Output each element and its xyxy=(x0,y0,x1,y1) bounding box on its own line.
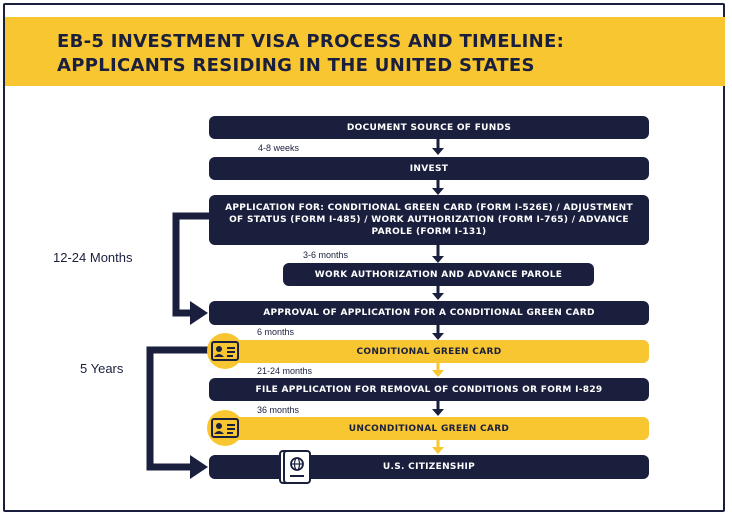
arrowhead-2 xyxy=(432,188,444,195)
arrowhead-8 xyxy=(432,447,444,454)
bracket-arrowhead-2 xyxy=(190,455,208,479)
bracket-arrowhead-1 xyxy=(190,301,208,325)
title-banner xyxy=(5,17,725,86)
arrowhead-1 xyxy=(432,148,444,155)
arrowhead-5 xyxy=(432,333,444,340)
arrowhead-6 xyxy=(432,370,444,377)
bracket-12-24-months xyxy=(172,212,209,317)
page-title: EB-5 INVESTMENT VISA PROCESS AND TIMELIN… xyxy=(57,30,564,78)
step-label: WORK AUTHORIZATION AND ADVANCE PAROLE xyxy=(314,269,563,280)
title-line-2: APPLICANTS RESIDING IN THE UNITED STATES xyxy=(57,55,535,76)
arrowhead-4 xyxy=(432,293,444,300)
arrowhead-3 xyxy=(432,256,444,263)
duration-label-5-years: 5 Years xyxy=(80,361,124,376)
step-label: CONDITIONAL GREEN CARD xyxy=(356,346,502,357)
id-card-icon xyxy=(207,333,243,369)
timing-label: 3-6 months xyxy=(303,250,349,260)
bracket-5-years xyxy=(146,346,212,471)
step-application: APPLICATION FOR: CONDITIONAL GREEN CARD … xyxy=(209,195,649,245)
step-us-citizenship: U.S. CITIZENSHIP xyxy=(209,455,649,479)
step-label: INVEST xyxy=(409,163,449,174)
step-label: APPROVAL OF APPLICATION FOR A CONDITIONA… xyxy=(263,308,595,318)
step-unconditional-green-card: UNCONDITIONAL GREEN CARD xyxy=(209,417,649,440)
step-label: U.S. CITIZENSHIP xyxy=(382,462,476,472)
step-label: FILE APPLICATION FOR REMOVAL OF CONDITIO… xyxy=(255,384,603,395)
timing-label: 21-24 months xyxy=(257,366,313,376)
id-card-icon xyxy=(207,410,243,446)
timing-label: 6 months xyxy=(257,327,295,337)
step-document-source-of-funds: DOCUMENT SOURCE OF FUNDS xyxy=(209,116,649,139)
step-conditional-green-card: CONDITIONAL GREEN CARD xyxy=(209,340,649,363)
step-label: DOCUMENT SOURCE OF FUNDS xyxy=(346,122,512,133)
step-invest: INVEST xyxy=(209,157,649,180)
step-file-removal-of-conditions: FILE APPLICATION FOR REMOVAL OF CONDITIO… xyxy=(209,378,649,401)
step-work-authorization: WORK AUTHORIZATION AND ADVANCE PAROLE xyxy=(283,263,594,286)
timing-label: 36 months xyxy=(257,405,300,415)
step-label: APPLICATION FOR: CONDITIONAL GREEN CARD … xyxy=(225,203,633,237)
passport-icon xyxy=(278,449,312,485)
title-line-1: EB-5 INVESTMENT VISA PROCESS AND TIMELIN… xyxy=(57,31,565,52)
step-approval-conditional-green-card: APPROVAL OF APPLICATION FOR A CONDITIONA… xyxy=(209,301,649,325)
timing-label: 4-8 weeks xyxy=(258,143,300,153)
arrowhead-7 xyxy=(432,409,444,416)
duration-label-12-24-months: 12-24 Months xyxy=(53,250,133,265)
step-label: UNCONDITIONAL GREEN CARD xyxy=(348,423,510,434)
